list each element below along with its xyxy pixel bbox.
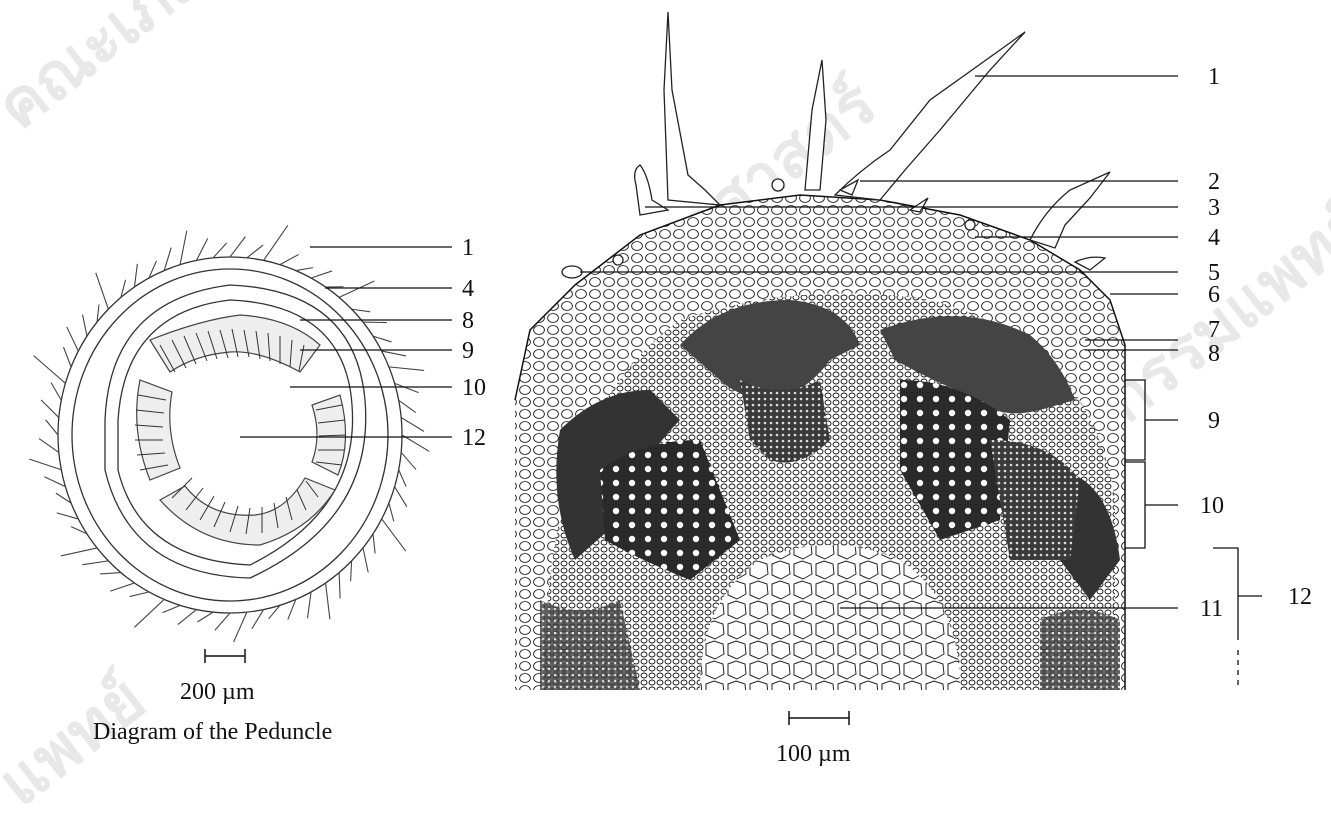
- trichome-hair: [162, 605, 180, 612]
- right-label-4: 4: [1208, 226, 1220, 250]
- trichome-hair: [64, 347, 72, 367]
- trichome-hair: [326, 583, 330, 619]
- trichome-hair: [83, 315, 87, 336]
- trichome-hair: [100, 573, 121, 574]
- right-label-6: 6: [1208, 283, 1220, 307]
- trichome-hair: [41, 400, 59, 418]
- left-label-10: 10: [462, 376, 486, 400]
- trichome-hair: [29, 459, 61, 470]
- right-label-9: 9: [1208, 409, 1220, 433]
- trichome-hair: [382, 351, 406, 356]
- trichome-hair: [389, 503, 394, 521]
- right-label-3: 3: [1208, 196, 1220, 220]
- trichome-hair: [351, 561, 352, 581]
- trichome-hair: [247, 245, 263, 258]
- trichome-hair: [178, 610, 197, 625]
- trichome-hair: [296, 268, 313, 271]
- trichome-hair: [395, 487, 407, 507]
- trichome-hair: [339, 281, 374, 297]
- trichome-hair: [39, 439, 59, 453]
- trichome-hair: [399, 470, 406, 487]
- trichome-hair: [51, 383, 61, 401]
- trichome-hair: [363, 322, 387, 323]
- trichome-hair: [230, 237, 245, 257]
- trichome-hair: [339, 573, 340, 599]
- right-label-7: 7: [1208, 318, 1220, 342]
- trichome-hair: [373, 534, 375, 554]
- trichome-hair: [311, 271, 332, 278]
- trichome-hair: [34, 356, 66, 384]
- right-label-1: 1: [1208, 65, 1220, 89]
- left-scale-label: 200 µm: [180, 680, 255, 704]
- trichome-hair: [252, 610, 264, 629]
- trichome-hair: [164, 248, 171, 271]
- trichome-hair: [197, 612, 213, 622]
- right-label-2: 2: [1208, 170, 1220, 194]
- left-label-1: 1: [462, 236, 474, 260]
- trichome-hair: [389, 367, 424, 371]
- trichome-hair: [307, 592, 311, 618]
- trichome-hair: [44, 477, 65, 487]
- left-label-4: 4: [462, 277, 474, 301]
- right-label-11: 11: [1200, 597, 1223, 621]
- trichome-hair: [213, 243, 226, 258]
- trichome-hair: [82, 561, 108, 565]
- right-scale-label: 100 µm: [776, 742, 851, 766]
- figure: คณะเภสั วิทยาศาสตร์ กรรมแพทย์ แพทย์: [0, 0, 1331, 781]
- trichome-hair: [264, 225, 288, 260]
- cross-section-drawing: [510, 12, 1130, 700]
- trichome-hair: [129, 592, 148, 597]
- diagram-art: [0, 0, 1331, 781]
- left-label-8: 8: [462, 309, 474, 333]
- trichome-hair: [196, 238, 207, 260]
- left-scale-bar: [205, 649, 245, 663]
- trichome-hair: [395, 383, 419, 392]
- trichome-hair: [67, 327, 79, 351]
- trichome-hair: [382, 519, 406, 551]
- trichome-hair: [134, 599, 164, 627]
- trichome-hair: [46, 420, 58, 435]
- trichome-hair: [180, 231, 187, 265]
- left-label-12: 12: [462, 426, 486, 450]
- left-caption: Diagram of the Peduncle: [93, 720, 332, 744]
- left-label-9: 9: [462, 339, 474, 363]
- trichome-hair: [61, 548, 97, 556]
- trichome-hair: [401, 418, 424, 432]
- right-brackets: [1125, 380, 1262, 690]
- trichome-hair: [399, 400, 416, 412]
- trichome-hair: [401, 452, 416, 469]
- trichome-hair: [96, 273, 109, 309]
- trichome-hair: [110, 583, 134, 591]
- trichome-hair: [134, 264, 137, 287]
- trichome-hair: [280, 254, 299, 264]
- right-label-10: 10: [1200, 494, 1224, 518]
- right-label-8: 8: [1208, 342, 1220, 366]
- right-label-12: 12: [1288, 585, 1312, 609]
- trichome-hair: [234, 612, 247, 642]
- trichome-hair: [215, 613, 230, 630]
- trichome-hair: [363, 548, 368, 573]
- right-scale-bar: [789, 711, 849, 725]
